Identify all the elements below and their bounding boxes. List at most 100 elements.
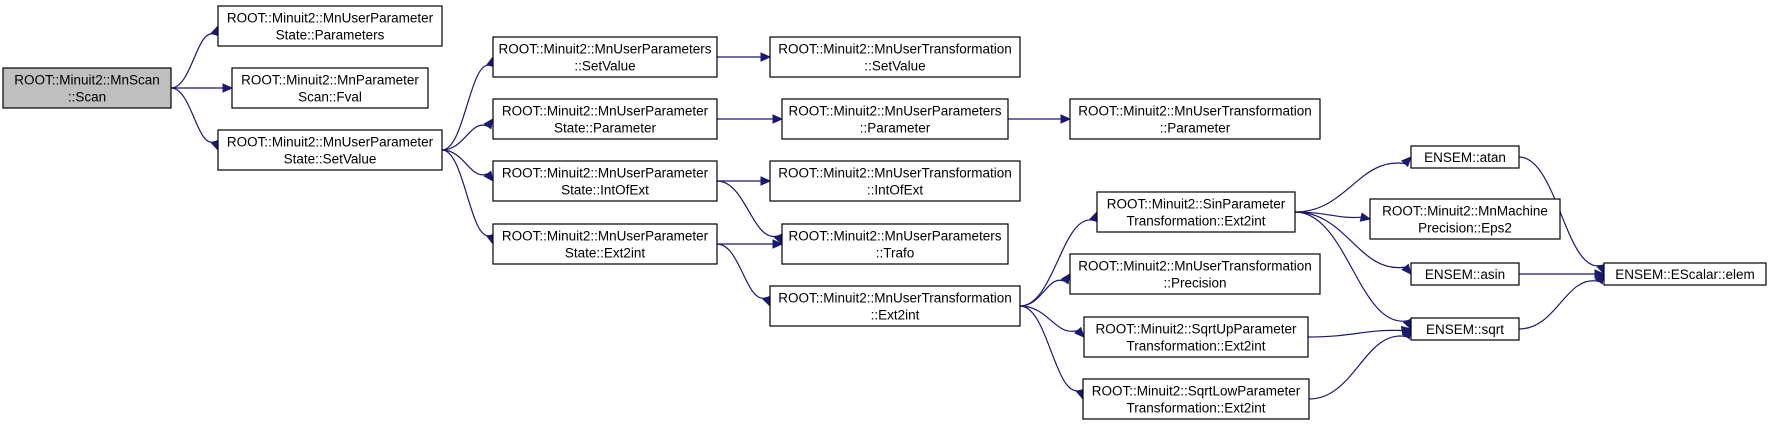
edge-line bbox=[716, 180, 779, 237]
node-label-line: ROOT::Minuit2::MnScan bbox=[14, 73, 160, 88]
node-label-line: State::Parameter bbox=[554, 121, 657, 136]
node-label-line: ROOT::Minuit2::MnMachine bbox=[1382, 204, 1548, 219]
node-box bbox=[1083, 316, 1309, 358]
edge-arrowhead bbox=[1060, 114, 1072, 124]
node-label-line: Transformation::Ext2int bbox=[1126, 339, 1265, 354]
node-root-minuit2-mnuserparameters-trafo[interactable]: ROOT::Minuit2::MnUserParameters::Trafo bbox=[781, 223, 1009, 265]
edge-line bbox=[1518, 156, 1602, 267]
node-root-minuit2-mnusertransformation-parameter[interactable]: ROOT::Minuit2::MnUserTransformation::Par… bbox=[1069, 98, 1321, 140]
node-label-line: State::IntOfExt bbox=[561, 183, 649, 198]
node-label-line: ROOT::Minuit2::MnUserParameters bbox=[788, 229, 1001, 244]
node-label-line: ROOT::Minuit2::MnParameter bbox=[241, 73, 419, 88]
node-box bbox=[2, 67, 172, 109]
node-label-line: ::IntOfExt bbox=[867, 183, 924, 198]
node-box bbox=[769, 36, 1021, 78]
node-label-line: ::Precision bbox=[1163, 276, 1226, 291]
node-root-minuit2-mnuserparameterstate-parameter[interactable]: ROOT::Minuit2::MnUserParameterState::Par… bbox=[492, 98, 718, 140]
node-box bbox=[492, 160, 718, 202]
node-label-line: Transformation::Ext2int bbox=[1126, 401, 1265, 416]
node-label-line: ENSEM::asin bbox=[1425, 267, 1505, 282]
node-root-minuit2-mnuserparameterstate-parameters[interactable]: ROOT::Minuit2::MnUserParameterState::Par… bbox=[217, 5, 443, 47]
edge-arrowhead bbox=[760, 176, 772, 186]
edge-n3-n4 bbox=[441, 55, 496, 151]
node-label-line: ROOT::Minuit2::MnUserParameter bbox=[502, 104, 709, 119]
node-label-line: ROOT::Minuit2::MnUserParameters bbox=[498, 42, 711, 57]
edge-n20-n22 bbox=[1518, 269, 1606, 279]
node-label-line: Precision::Eps2 bbox=[1418, 221, 1512, 236]
edge-arrowhead bbox=[772, 114, 784, 124]
node-label-line: ROOT::Minuit2::MnUserParameter bbox=[502, 229, 709, 244]
node-ensem-sqrt[interactable]: ENSEM::sqrt bbox=[1410, 317, 1520, 341]
node-root-minuit2-mnuserparameters-setvalue[interactable]: ROOT::Minuit2::MnUserParameters::SetValu… bbox=[492, 36, 718, 78]
edge-line bbox=[441, 149, 488, 176]
node-root-minuit2-mnscan-scan[interactable]: ROOT::Minuit2::MnScan::Scan bbox=[2, 67, 172, 109]
node-box bbox=[492, 223, 718, 265]
node-label-line: State::SetValue bbox=[284, 152, 377, 167]
node-root-minuit2-mnusertransformation-ext2int[interactable]: ROOT::Minuit2::MnUserTransformation::Ext… bbox=[769, 285, 1021, 327]
node-box bbox=[1410, 317, 1520, 341]
edge-n14-n18 bbox=[1294, 156, 1412, 213]
node-label-line: ROOT::Minuit2::MnUserTransformation bbox=[1078, 104, 1312, 119]
node-box bbox=[781, 223, 1009, 265]
node-label-line: ROOT::Minuit2::MnUserParameter bbox=[502, 166, 709, 181]
node-root-minuit2-mnusertransformation-intofext[interactable]: ROOT::Minuit2::MnUserTransformation::Int… bbox=[769, 160, 1021, 202]
node-label-line: ROOT::Minuit2::MnUserParameter bbox=[227, 11, 434, 26]
node-box bbox=[492, 36, 718, 78]
edge-line bbox=[1518, 280, 1599, 330]
node-root-minuit2-sqrtupparametertransformation-ext2int[interactable]: ROOT::Minuit2::SqrtUpParameterTransforma… bbox=[1083, 316, 1309, 358]
edge-arrowhead bbox=[483, 170, 494, 182]
edge-n12-n15 bbox=[1019, 272, 1071, 307]
node-label-line: ROOT::Minuit2::MnUserTransformation bbox=[778, 42, 1012, 57]
node-root-minuit2-mnuserparameterstate-intofext[interactable]: ROOT::Minuit2::MnUserParameterState::Int… bbox=[492, 160, 718, 202]
edge-n0-n1 bbox=[170, 24, 220, 89]
edge-line bbox=[1019, 305, 1079, 332]
edge-line bbox=[441, 149, 492, 237]
edge-arrowhead bbox=[1401, 156, 1412, 168]
node-label-line: ENSEM::EScalar::elem bbox=[1615, 267, 1755, 282]
node-label-line: ::Trafo bbox=[876, 246, 915, 261]
node-box bbox=[781, 98, 1009, 140]
edge-line bbox=[716, 243, 767, 299]
node-label-line: Transformation::Ext2int bbox=[1126, 214, 1265, 229]
node-root-minuit2-sinparametertransformation-ext2int[interactable]: ROOT::Minuit2::SinParameterTransformatio… bbox=[1096, 191, 1296, 233]
edge-arrowhead bbox=[760, 52, 772, 62]
node-label-line: ENSEM::sqrt bbox=[1426, 322, 1504, 337]
node-ensem-asin[interactable]: ENSEM::asin bbox=[1410, 262, 1520, 286]
node-label-line: ROOT::Minuit2::SqrtUpParameter bbox=[1095, 322, 1297, 337]
edge-n4-n8 bbox=[717, 52, 772, 62]
node-label-line: ROOT::Minuit2::SinParameter bbox=[1107, 197, 1286, 212]
edge-line bbox=[1294, 211, 1406, 269]
edge-arrowhead bbox=[1074, 326, 1085, 338]
node-ensem-atan[interactable]: ENSEM::atan bbox=[1410, 145, 1520, 169]
node-box bbox=[1069, 98, 1321, 140]
edge-n17-n21 bbox=[1308, 327, 1412, 400]
edge-line bbox=[1019, 279, 1066, 307]
node-label-line: ::Scan bbox=[68, 90, 106, 105]
node-root-minuit2-mnuserparameters-parameter[interactable]: ROOT::Minuit2::MnUserParameters::Paramet… bbox=[781, 98, 1009, 140]
node-label-line: ROOT::Minuit2::MnUserParameter bbox=[227, 135, 434, 150]
edge-line bbox=[441, 64, 492, 151]
node-root-minuit2-sqrtlowparametertransformation-ext2int[interactable]: ROOT::Minuit2::SqrtLowParameterTransform… bbox=[1082, 378, 1310, 420]
edge-line bbox=[170, 33, 216, 89]
node-root-minuit2-mnusertransformation-precision[interactable]: ROOT::Minuit2::MnUserTransformation::Pre… bbox=[1069, 253, 1321, 295]
edge-line bbox=[1308, 335, 1407, 400]
node-root-minuit2-mnuserparameterstate-ext2int[interactable]: ROOT::Minuit2::MnUserParameterState::Ext… bbox=[492, 223, 718, 265]
node-label-line: State::Ext2int bbox=[565, 246, 646, 261]
edge-arrowhead bbox=[1594, 272, 1605, 285]
edge-n5-n9 bbox=[716, 114, 784, 124]
node-box bbox=[1082, 378, 1310, 420]
edge-arrowhead bbox=[1401, 263, 1412, 275]
node-box bbox=[769, 285, 1021, 327]
edge-arrowhead bbox=[772, 239, 784, 249]
node-root-minuit2-mnusertransformation-setvalue[interactable]: ROOT::Minuit2::MnUserTransformation::Set… bbox=[769, 36, 1021, 78]
node-box bbox=[769, 160, 1021, 202]
edge-arrowhead bbox=[1359, 212, 1372, 222]
node-label-line: State::Parameters bbox=[276, 28, 385, 43]
edge-line bbox=[1019, 305, 1081, 392]
node-ensem-escalar-elem[interactable]: ENSEM::EScalar::elem bbox=[1603, 262, 1767, 286]
node-root-minuit2-mnuserparameterstate-setvalue[interactable]: ROOT::Minuit2::MnUserParameterState::Set… bbox=[217, 129, 443, 171]
node-box bbox=[1069, 253, 1321, 295]
edge-arrowhead bbox=[762, 295, 772, 308]
